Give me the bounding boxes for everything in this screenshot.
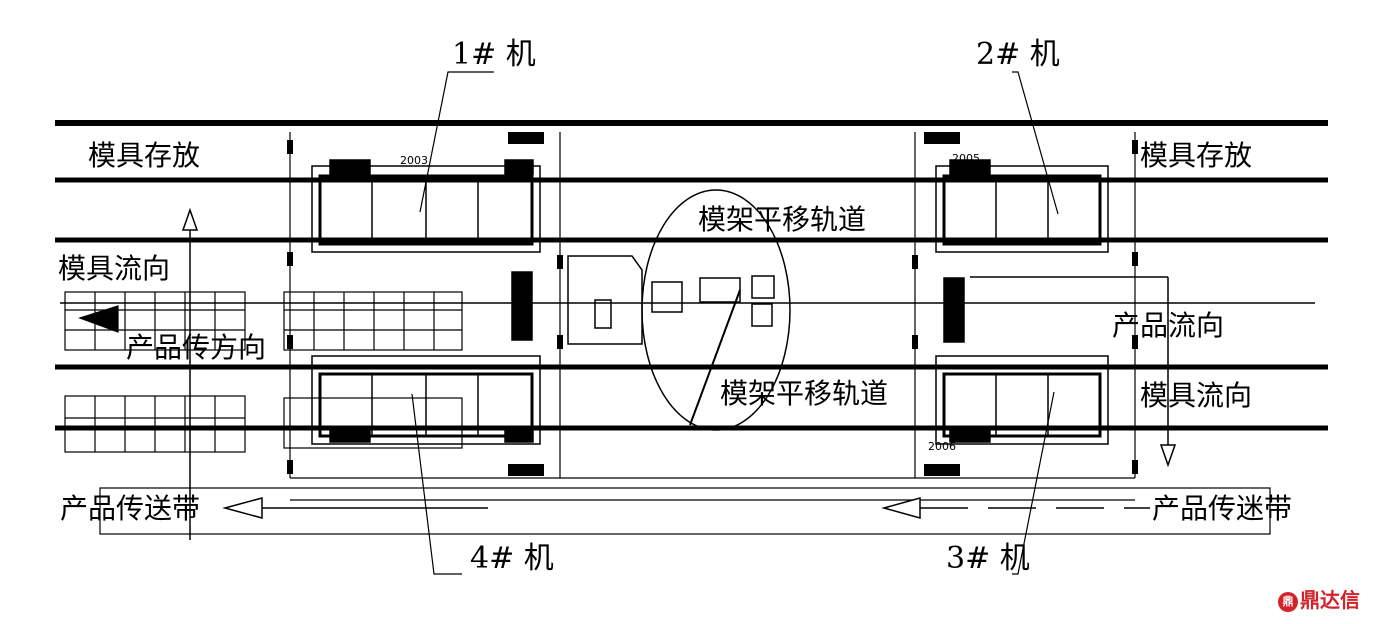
mold-flow-right-label: 模具流向 <box>1140 379 1253 412</box>
frame-track-bottom-label: 模架平移轨道 <box>720 377 889 410</box>
machine-3-label: 3# 机 <box>946 541 1030 576</box>
machine-2-label: 2# 机 <box>976 37 1060 72</box>
machine-2-body <box>935 159 1109 253</box>
watermark-text: 鼎达信 <box>1300 588 1360 612</box>
drawing-number-2003: 2003 <box>400 154 428 167</box>
machine-3-body <box>935 355 1109 445</box>
watermark: 鼎鼎达信 <box>1278 584 1360 613</box>
frame <box>99 132 1271 535</box>
product-transfer-direction-label: 产品传方向 <box>126 331 267 364</box>
product-grid-left-top <box>64 291 246 351</box>
frame-track-top-label: 模架平移轨道 <box>698 203 867 236</box>
markers <box>287 132 1138 476</box>
conveyor-right-label: 产品传迷带 <box>1152 492 1293 525</box>
arrows <box>181 207 1177 540</box>
transfer-area <box>511 189 965 431</box>
product-flow-label: 产品流向 <box>1112 309 1225 342</box>
mold-flow-left-label: 模具流向 <box>58 252 171 285</box>
leader-lines <box>411 71 1059 575</box>
mold-storage-left-label: 模具存放 <box>88 139 201 172</box>
machine-1-body <box>311 159 541 253</box>
conveyor-left-label: 产品传送带 <box>60 492 201 525</box>
product-grid-mid <box>283 291 463 449</box>
mold-storage-right-label: 模具存放 <box>1140 139 1253 172</box>
product-grid-left-bottom <box>64 395 246 453</box>
watermark-logo-icon: 鼎 <box>1278 591 1298 612</box>
machine-1-label: 1# 机 <box>452 37 536 72</box>
machine-4-body <box>311 355 541 445</box>
drawing-number-2005: 2005 <box>952 152 980 165</box>
drawing-number-2006: 2006 <box>928 440 956 453</box>
rails <box>55 120 1328 431</box>
machine-4-label: 4# 机 <box>470 541 554 576</box>
